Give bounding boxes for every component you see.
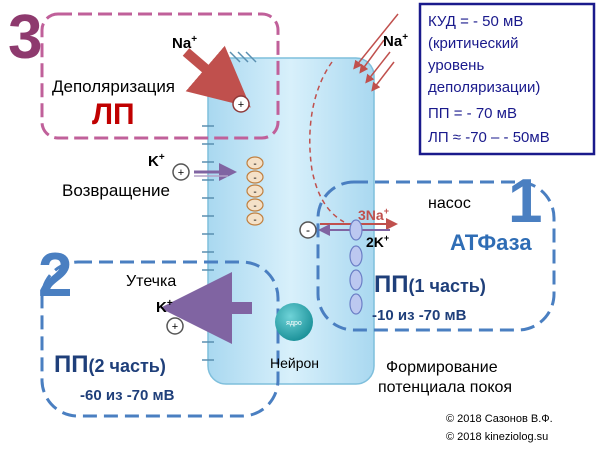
plus-charge-top	[232, 95, 250, 113]
na-path-curve	[309, 61, 345, 223]
minus-charge-sign: -	[253, 159, 256, 170]
minus-charge-sign: -	[253, 215, 256, 226]
atpase-label: АТФаза	[450, 230, 532, 255]
minus-charge-pump	[299, 221, 317, 239]
depolarization-box	[40, 12, 280, 140]
minus-charge	[246, 184, 264, 198]
leak-label: Утечка	[126, 273, 176, 290]
minus-charge	[246, 198, 264, 212]
minus-charge	[246, 170, 264, 184]
info-line4: деполяризации)	[428, 79, 540, 96]
minus-charge-pump-sign: -	[306, 223, 310, 237]
forming-line2: потенциала покоя	[378, 379, 512, 396]
pp-part2-value: -60 из -70 мВ	[80, 387, 175, 404]
minus-charge-sign: -	[253, 201, 256, 212]
plus-charge-return-sign: +	[178, 167, 184, 179]
k-return-label: K+	[148, 152, 165, 170]
forming-line1: Формирование	[386, 359, 498, 376]
minus-charge-sign: -	[253, 173, 256, 184]
neuron-label: Нейрон	[270, 355, 319, 371]
na-right-arrows	[353, 13, 399, 92]
minus-charges: - - - - -	[246, 156, 264, 226]
plus-charge-leak	[166, 317, 184, 335]
return-label: Возвращение	[62, 181, 170, 200]
k2-label: 2K+	[366, 233, 389, 250]
info-line6: ЛП ≈ -70 – - 50мВ	[428, 129, 550, 146]
info-line1: КУД = - 50 мВ	[428, 13, 523, 30]
plus-charge-top-sign: +	[238, 99, 244, 111]
pump-proteins	[349, 219, 363, 315]
minus-charge-sign: -	[253, 187, 256, 198]
info-line5: ПП = - 70 мВ	[428, 105, 517, 122]
step2-number: 2	[38, 241, 72, 310]
step3-number: 3	[8, 3, 42, 72]
minus-charge	[246, 212, 264, 226]
na-influx-arrow	[182, 45, 251, 108]
pp-part1-value: -10 из -70 мВ	[372, 307, 467, 324]
pump-box	[316, 180, 556, 332]
step1-number: 1	[508, 167, 542, 236]
minus-charge	[246, 156, 264, 170]
leak-box	[40, 260, 280, 418]
na-top-label: Na+	[172, 34, 197, 52]
k-leak-label: K+	[156, 298, 173, 316]
lp-big-label: ЛП	[92, 98, 135, 131]
plus-charge-return	[172, 163, 190, 181]
pp-part2-label: ПП(2 часть)	[54, 351, 166, 378]
nucleus-label: ядро	[286, 320, 302, 327]
info-line3: уровень	[428, 57, 484, 74]
info-line2: (критический	[428, 35, 519, 52]
pump-label: насос	[428, 195, 471, 212]
info-box	[418, 2, 596, 156]
depolarization-label: Деполяризация	[52, 77, 175, 96]
na-right-label: Na+	[383, 32, 408, 50]
plus-charge-leak-sign: +	[172, 321, 178, 333]
na3-label: 3Na+	[358, 206, 389, 223]
pp-part1-label: ПП(1 часть)	[374, 271, 486, 298]
copyright-line2: © 2018 kineziolog.su	[446, 431, 548, 443]
copyright-line1: © 2018 Сазонов В.Ф.	[446, 413, 553, 425]
nucleus	[275, 303, 313, 341]
